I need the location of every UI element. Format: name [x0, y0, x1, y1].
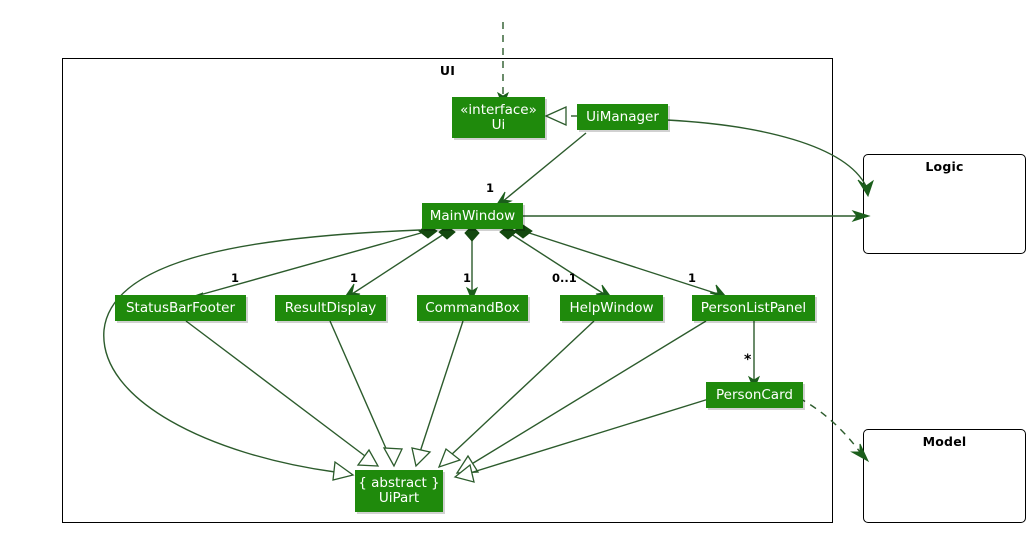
class-helpwindow-name: HelpWindow: [569, 299, 654, 316]
edge-resultdisplay-inherits-uipart: [329, 320, 403, 468]
class-mainwindow-name: MainWindow: [429, 207, 516, 224]
edge-personlistpanel-inherits-uipart: [455, 320, 707, 474]
edge-personcard-to-model: [798, 397, 870, 463]
edge-personcard-inherits-uipart: [453, 397, 713, 483]
class-commandbox[interactable]: CommandBox: [417, 295, 528, 321]
class-uipart[interactable]: { abstract } UiPart: [355, 470, 443, 512]
class-helpwindow[interactable]: HelpWindow: [560, 295, 663, 321]
class-ui-interface-name: Ui: [491, 116, 506, 133]
edge-mainwindow-to-resultdisplay: [341, 225, 456, 301]
edge-mainwindow-to-logic: [523, 210, 871, 222]
class-personcard-name: PersonCard: [716, 386, 793, 403]
class-commandbox-name: CommandBox: [425, 299, 520, 316]
multiplicity-personcard: *: [744, 352, 752, 368]
class-resultdisplay-name: ResultDisplay: [284, 299, 377, 316]
class-ui-interface[interactable]: «interface» Ui: [452, 97, 545, 138]
edge-mainwindow-inherits-uipart: [103, 229, 421, 481]
package-logic-label: Logic: [925, 159, 964, 174]
class-uimanager-name: UiManager: [586, 108, 659, 125]
edge-mainwindow-to-personlistpanel: [513, 224, 729, 299]
package-model-label: Model: [922, 434, 967, 449]
edge-commandbox-inherits-uipart: [411, 320, 464, 468]
edge-uimanager-realizes-ui: [544, 105, 578, 127]
class-resultdisplay[interactable]: ResultDisplay: [275, 295, 386, 321]
package-ui-label: UI: [439, 63, 456, 78]
class-ui-interface-stereotype: «interface»: [460, 101, 537, 118]
multiplicity-statusbarfooter: 1: [231, 271, 240, 285]
edge-mainwindow-to-helpwindow: [499, 225, 615, 302]
class-uipart-name: UiPart: [378, 490, 420, 506]
class-personcard[interactable]: PersonCard: [706, 382, 803, 408]
class-personlistpanel[interactable]: PersonListPanel: [692, 295, 815, 321]
class-personlistpanel-name: PersonListPanel: [700, 299, 807, 316]
class-mainwindow[interactable]: MainWindow: [422, 203, 523, 229]
package-model: Model: [863, 429, 1026, 523]
multiplicity-personlistpanel: 1: [688, 271, 697, 285]
multiplicity-helpwindow: 0..1: [552, 271, 577, 285]
edge-external-to-ui: [497, 22, 509, 108]
package-logic: Logic: [863, 154, 1026, 254]
class-statusbarfooter-name: StatusBarFooter: [125, 299, 236, 316]
class-uipart-abstract-marker: { abstract }: [358, 475, 440, 492]
edge-helpwindow-inherits-uipart: [437, 320, 595, 469]
edge-uimanager-to-logic: [666, 119, 874, 198]
edge-statusbarfooter-inherits-uipart: [185, 320, 380, 467]
class-statusbarfooter[interactable]: StatusBarFooter: [115, 295, 246, 321]
edge-uimanager-to-mainwindow: [492, 132, 587, 211]
multiplicity-commandbox: 1: [463, 271, 472, 285]
package-ui: UI: [62, 58, 833, 523]
multiplicity-resultdisplay: 1: [350, 271, 359, 285]
class-uimanager[interactable]: UiManager: [577, 104, 668, 130]
edge-mainwindow-to-commandbox: [464, 225, 480, 302]
multiplicity-mainwindow: 1: [486, 181, 495, 195]
